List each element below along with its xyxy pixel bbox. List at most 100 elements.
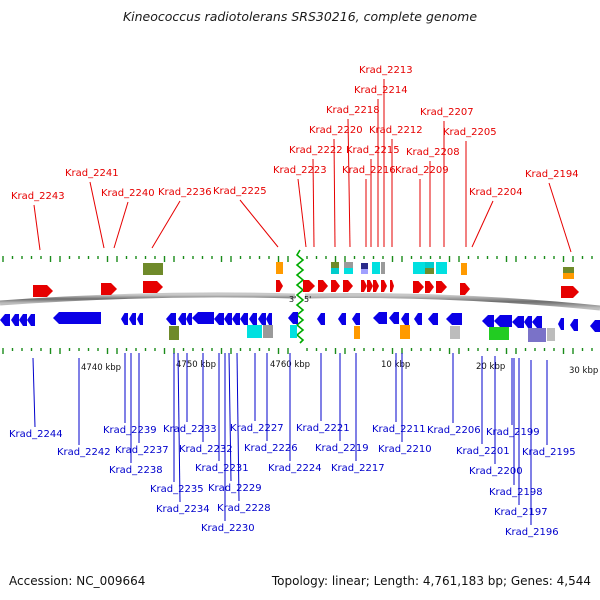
kbp-label: 20 kbp (476, 362, 505, 372)
annotation-box (413, 262, 425, 274)
annotation-box (331, 268, 339, 274)
gene-arrow (249, 313, 257, 325)
annotation-box (344, 262, 353, 268)
gene-arrow (436, 281, 447, 293)
gene-arrow (33, 285, 53, 297)
reverse-gene-label: Krad_2226 (244, 443, 298, 454)
leader-line (236, 352, 240, 502)
annotation-box (276, 262, 283, 274)
gene-arrow (53, 312, 101, 324)
gene-arrow (401, 313, 409, 325)
gene-arrow (317, 313, 325, 325)
gene-arrow (373, 280, 379, 292)
backbone-right (304, 293, 600, 311)
reverse-gene-label: Krad_2227 (230, 423, 284, 434)
forward-gene-label: Krad_2218 (326, 105, 380, 116)
backbone-left (0, 292, 296, 306)
leader-line (228, 352, 232, 482)
annotation-box (361, 263, 368, 269)
annotation-box (143, 263, 163, 275)
reverse-gene-label: Krad_2229 (208, 483, 262, 494)
gene-arrow (27, 314, 35, 326)
gene-arrow (19, 314, 27, 326)
leader-line (548, 182, 572, 253)
origin-break-mark (295, 249, 305, 344)
forward-gene-label: Krad_2236 (158, 187, 212, 198)
gene-arrow (512, 316, 524, 328)
forward-gene-label: Krad_2208 (406, 147, 460, 158)
reverse-gene-label: Krad_2196 (505, 527, 559, 538)
leader-line (33, 204, 41, 251)
gene-arrow (101, 283, 117, 295)
reverse-gene-label: Krad_2230 (201, 523, 255, 534)
leader-line (32, 357, 36, 428)
leader-line (151, 200, 181, 249)
annotation-box (425, 262, 434, 268)
gene-arrow (494, 315, 512, 327)
gene-arrow (129, 313, 136, 325)
gene-arrow (121, 313, 128, 325)
annotation-box (354, 326, 360, 339)
annotation-box (372, 262, 380, 274)
annotation-box (489, 327, 509, 340)
gene-arrow (558, 318, 564, 330)
forward-gene-label: Krad_2205 (443, 127, 497, 138)
reverse-gene-label: Krad_2201 (456, 446, 510, 457)
reverse-gene-label: Krad_2198 (489, 487, 543, 498)
gene-arrow (590, 320, 600, 332)
gene-arrow (186, 313, 192, 325)
reverse-gene-label: Krad_2239 (103, 425, 157, 436)
reverse-gene-label: Krad_2242 (57, 447, 111, 458)
annotation-box (450, 326, 460, 339)
end-marker-5: 5' (304, 295, 311, 304)
gene-arrow (570, 319, 578, 331)
annotation-box (563, 273, 574, 279)
gene-arrow (352, 313, 360, 325)
gene-arrow (288, 312, 298, 324)
annotation-box (361, 269, 368, 274)
forward-gene-label: Krad_2241 (65, 168, 119, 179)
gene-arrow (232, 313, 240, 325)
gene-arrow (0, 314, 10, 326)
forward-gene-label: Krad_2212 (369, 125, 423, 136)
forward-gene-label: Krad_2215 (346, 145, 400, 156)
accession-text: Accession: NC_009664 (9, 574, 146, 588)
forward-gene-label: Krad_2243 (11, 191, 65, 202)
reverse-gene-label: Krad_2206 (427, 425, 481, 436)
reverse-gene-label: Krad_2234 (156, 504, 210, 515)
annotation-box (263, 325, 273, 338)
gene-arrow (166, 313, 176, 325)
reverse-gene-label: Krad_2200 (469, 466, 523, 477)
forward-gene-label: Krad_2207 (420, 107, 474, 118)
gene-arrow (224, 313, 232, 325)
leader-line (347, 118, 351, 248)
gene-arrow (532, 316, 542, 328)
gene-arrow (482, 315, 494, 327)
gene-arrow (276, 280, 283, 292)
leader-line (333, 138, 336, 248)
forward-gene-label: Krad_2194 (525, 169, 579, 180)
gene-arrow (446, 313, 462, 325)
annotation-box (461, 263, 467, 275)
gene-arrow (178, 313, 186, 325)
annotation-box (563, 267, 574, 273)
forward-gene-label: Krad_2222 (289, 145, 343, 156)
gene-arrow (381, 280, 387, 292)
forward-gene-label: Krad_2240 (101, 188, 155, 199)
gene-arrow (214, 313, 224, 325)
forward-gene-label: Krad_2214 (354, 85, 408, 96)
tick-row-bottom (2, 348, 593, 354)
gene-arrow (143, 281, 163, 293)
gene-arrow (389, 312, 399, 324)
leader-line (239, 199, 279, 248)
reverse-gene-label: Krad_2224 (268, 463, 322, 474)
gene-arrow (192, 312, 214, 324)
gene-arrow (413, 281, 424, 293)
reverse-gene-labels: Krad_2244Krad_2242Krad_2239Krad_2238Krad… (9, 352, 576, 538)
reverse-gene-label: Krad_2195 (522, 447, 576, 458)
gene-arrow (266, 313, 272, 325)
reverse-gene-label: Krad_2211 (372, 424, 426, 435)
annotation-box (400, 325, 410, 339)
forward-gene-label: Krad_2213 (359, 65, 413, 76)
